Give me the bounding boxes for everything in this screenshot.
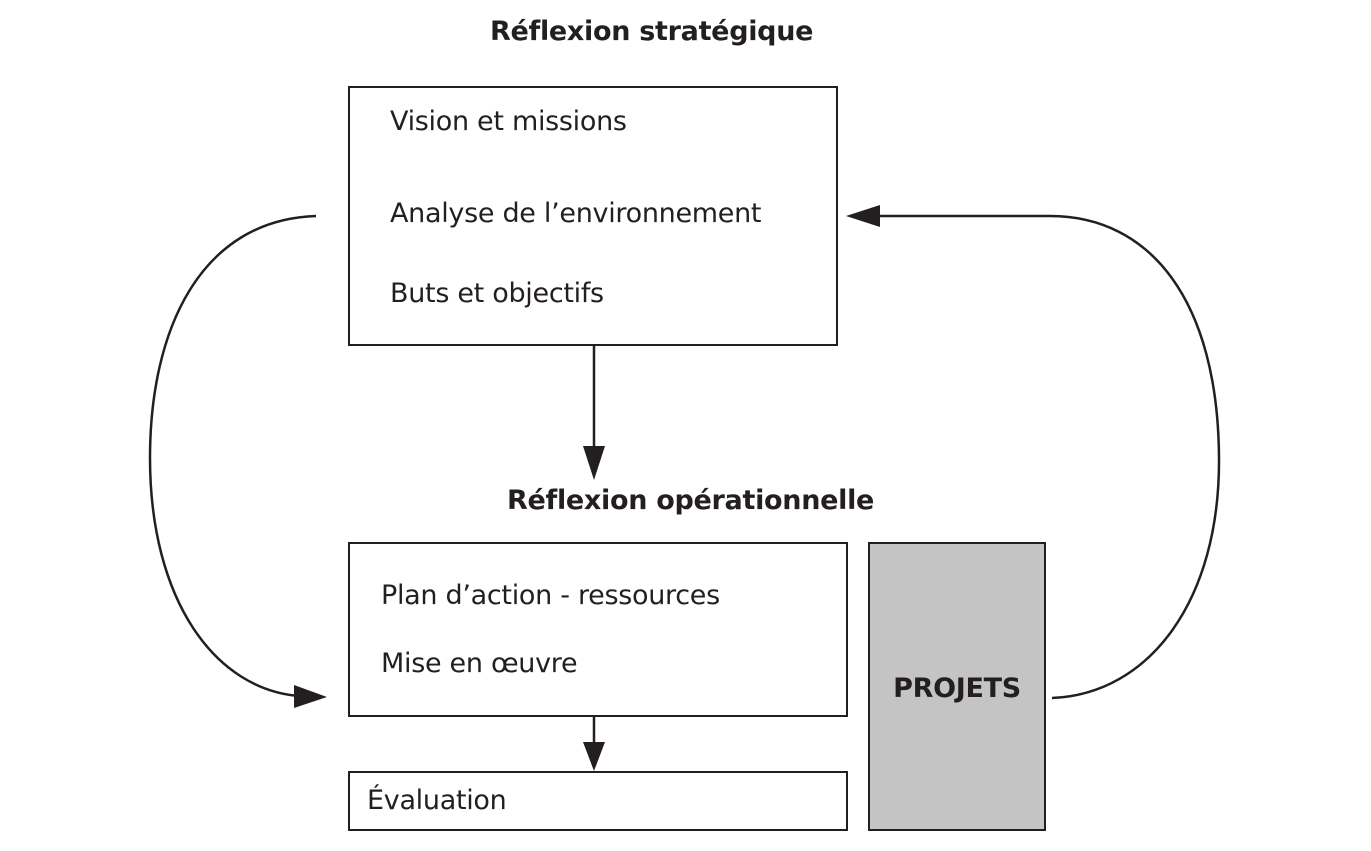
strategic-item-analysis: Analyse de l’environnement <box>390 198 762 229</box>
strategic-item-goals: Buts et objectifs <box>390 278 604 309</box>
operational-to-evaluation-arrowhead <box>583 742 605 771</box>
operational-heading: Réflexion opérationnelle <box>507 485 875 516</box>
operational-item-implementation: Mise en œuvre <box>381 648 578 679</box>
strategic-item-vision: Vision et missions <box>390 106 627 137</box>
right-loop-arrow <box>878 214 1221 700</box>
operational-item-action-plan: Plan d’action - ressources <box>381 580 720 611</box>
left-loop-arrowhead <box>294 685 327 708</box>
operational-box: Plan d’action - ressources Mise en œuvre <box>348 542 848 717</box>
projects-box: PROJETS <box>868 542 1046 831</box>
left-loop-arrow <box>148 214 317 698</box>
strategic-to-operational-arrowhead <box>583 446 605 480</box>
projects-label: PROJETS <box>893 673 1021 704</box>
strategic-box: Vision et missions Analyse de l’environn… <box>348 86 838 346</box>
evaluation-label: Évaluation <box>367 785 507 816</box>
evaluation-box: Évaluation <box>348 771 848 831</box>
strategic-heading: Réflexion stratégique <box>490 16 814 47</box>
right-loop-arrowhead <box>846 205 880 227</box>
